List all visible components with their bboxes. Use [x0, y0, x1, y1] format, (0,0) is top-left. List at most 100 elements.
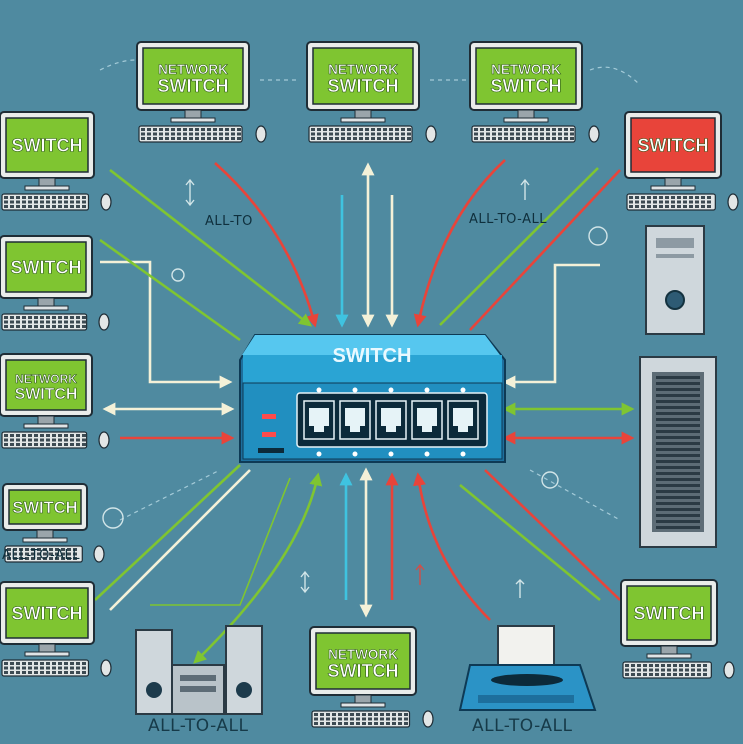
mouse: [723, 661, 735, 679]
monitor-screen: [630, 117, 716, 173]
switch-port: [339, 400, 371, 440]
switch-port: [303, 400, 335, 440]
arrow-top-8: [469, 169, 621, 331]
label-all-to-all-2: ALL-TO-ALL: [469, 212, 547, 227]
monitor-screen: [315, 632, 411, 690]
keyboard: [4, 545, 83, 563]
arrow-left-1: [100, 260, 233, 389]
decorations: [102, 178, 608, 598]
monitor-screen: [5, 359, 87, 411]
server-rack-bottom-left: [135, 625, 263, 715]
switch-port: [411, 400, 443, 440]
server-tower-large: [639, 356, 717, 548]
mouse: [98, 431, 110, 449]
arrow-top-2: [109, 168, 313, 327]
screen-text: SWITCH: [12, 603, 83, 623]
arrow-left-6: [109, 469, 251, 611]
printer: [458, 625, 597, 711]
arrow-bottom-6: [150, 477, 291, 606]
arrow-bottom-1: [193, 472, 323, 664]
keyboard: [1, 313, 88, 331]
arrow-right-1: [502, 263, 600, 389]
switch-port: [447, 400, 479, 440]
mouse: [98, 313, 110, 331]
port-led: [460, 387, 466, 393]
computer-left-5: SWITCH: [0, 581, 112, 677]
mouse: [588, 125, 600, 143]
port-led: [388, 451, 394, 457]
keyboard: [626, 193, 716, 211]
label-all-to-all-3: ALL-TO-ALL: [2, 548, 80, 563]
label-all-to-all-4: ALL-TO-ALL: [148, 716, 249, 736]
monitor-screen: [5, 587, 89, 639]
screen-text: SWITCH: [12, 498, 77, 517]
switch-port: [375, 400, 407, 440]
keyboard: [138, 125, 243, 143]
keyboard: [622, 661, 712, 679]
mouse: [422, 710, 434, 728]
arrow-right-5: [459, 483, 601, 602]
arrow-left-5: [94, 464, 241, 601]
computer-right-top: SWITCH: [624, 111, 739, 211]
dashed-connectors: [99, 59, 641, 521]
switch-label: SWITCH: [333, 345, 412, 367]
port-led: [352, 387, 358, 393]
arrow-top-7: [439, 167, 599, 326]
port-led: [316, 451, 322, 457]
computer-left-1: SWITCH: [0, 111, 112, 211]
label-all-to-all-5: ALL-TO-ALL: [472, 716, 573, 736]
arrow-top-6: [413, 159, 506, 328]
keyboard: [1, 193, 90, 211]
mouse: [425, 125, 437, 143]
monitor-screen: [8, 489, 82, 525]
monitor-screen: [142, 47, 244, 105]
computer-right-bottom: SWITCH: [620, 579, 735, 679]
server-tower-small: [645, 225, 705, 335]
port-led: [424, 451, 430, 457]
arrow-bottom-5: [413, 472, 491, 621]
label-all-to-1: ALL-TO: [205, 214, 253, 229]
port-led: [460, 451, 466, 457]
mouse: [255, 125, 267, 143]
keyboard: [311, 710, 411, 728]
arrow-left-2: [99, 238, 241, 342]
central-switch: SWITCH: [239, 334, 506, 463]
screen-text: SWITCH: [12, 135, 83, 155]
screen-text: SWITCH: [11, 257, 82, 277]
arrow-top-1: [214, 162, 319, 328]
keyboard: [471, 125, 576, 143]
port-led: [352, 451, 358, 457]
port-led: [424, 387, 430, 393]
monitor-screen: [312, 47, 414, 105]
mouse: [93, 545, 105, 563]
mouse: [100, 659, 112, 677]
screen-text: SWITCH: [634, 603, 705, 623]
keyboard: [1, 431, 88, 449]
keyboard: [308, 125, 413, 143]
keyboard: [1, 659, 90, 677]
computer-left-2: SWITCH: [0, 235, 110, 331]
mouse: [727, 193, 739, 211]
monitor-screen: [475, 47, 577, 105]
monitor-screen: [5, 241, 87, 293]
monitor-screen: [5, 117, 89, 173]
port-led: [388, 387, 394, 393]
arrows: [94, 159, 635, 664]
monitor-screen: [626, 585, 712, 641]
mouse: [100, 193, 112, 211]
arrow-right-4: [484, 469, 621, 601]
screen-text: SWITCH: [638, 135, 709, 155]
computer-left-4: SWITCH: [2, 483, 105, 563]
port-led: [316, 387, 322, 393]
